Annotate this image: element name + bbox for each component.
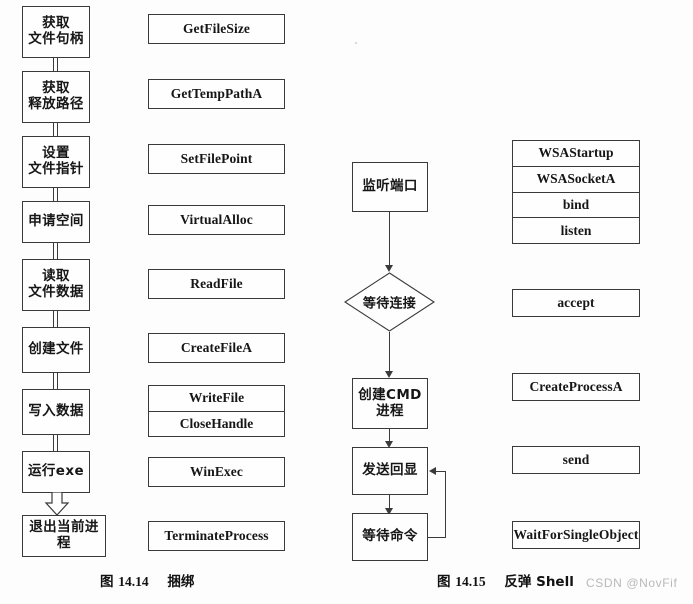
flow-connector: [53, 243, 58, 259]
flow-step-box[interactable]: 设置 文件指针: [22, 136, 90, 188]
api-name: GetTempPathA: [170, 86, 263, 102]
api-box[interactable]: VirtualAlloc: [148, 205, 285, 235]
flow-step-box[interactable]: 获取 文件句柄: [22, 6, 90, 58]
flow-step-box[interactable]: 创建CMD 进程: [352, 378, 428, 429]
api-box[interactable]: accept: [512, 289, 640, 317]
api-name: listen: [560, 222, 592, 238]
api-box[interactable]: CreateProcessA: [512, 373, 640, 401]
caption-title: 反弹 Shell: [504, 574, 574, 590]
api-box[interactable]: ReadFile: [148, 269, 285, 299]
api-name: WinExec: [190, 464, 243, 480]
api-box[interactable]: WinExec: [148, 457, 285, 487]
api-name: WSAStartup: [513, 141, 639, 167]
arrow-down-icon: [385, 508, 393, 515]
api-name: WaitForSingleObject: [513, 527, 639, 543]
flow-step-box[interactable]: 获取 释放路径: [22, 71, 90, 123]
caption-number: 14.14: [118, 574, 149, 589]
api-name: accept: [557, 295, 595, 311]
figure-right-caption: 图 14.15 反弹 Shell: [437, 570, 574, 590]
flow-step-box[interactable]: 等待命令: [352, 513, 428, 561]
flow-connector: [389, 429, 390, 446]
flow-step-box[interactable]: 运行exe: [22, 451, 90, 493]
flow-feedback-connector: [428, 537, 446, 538]
flow-step-label-line1: 运行exe: [27, 463, 85, 480]
flow-step-box[interactable]: 写入数据: [22, 389, 90, 435]
api-box[interactable]: WaitForSingleObject: [512, 521, 640, 549]
flow-connector: [389, 212, 390, 267]
flow-connector: [53, 373, 58, 389]
api-box[interactable]: CreateFileA: [148, 333, 285, 363]
api-name: WriteFile: [149, 386, 284, 412]
flow-step-box[interactable]: 监听端口: [352, 162, 428, 212]
api-name: CreateProcessA: [529, 379, 623, 395]
flow-decision-diamond[interactable]: 等待连接: [343, 272, 436, 332]
flow-step-label-line2: 进程: [376, 402, 404, 419]
caption-prefix: 图: [437, 574, 451, 590]
flow-step-label-line1: 监听端口: [362, 178, 418, 195]
api-name: GetFileSize: [182, 21, 251, 37]
watermark-label: CSDN @NovFif: [586, 576, 678, 590]
api-box-stack[interactable]: WSAStartup WSASocketA bind listen: [512, 140, 640, 244]
flow-connector: [53, 58, 58, 71]
flow-step-label-line1: 读取: [42, 268, 70, 285]
api-name: TerminateProcess: [164, 528, 269, 544]
caption-title: 捆绑: [167, 574, 195, 590]
arrow-down-icon: [385, 265, 393, 272]
flow-step-label-line1: 发送回显: [362, 462, 418, 479]
flow-connector: [53, 435, 58, 451]
flow-connector: [53, 311, 58, 327]
flow-feedback-connector: [445, 471, 446, 538]
arrow-left-icon: [429, 467, 436, 475]
flow-step-box[interactable]: 读取 文件数据: [22, 259, 90, 311]
api-name: SetFilePoint: [180, 151, 253, 167]
flow-step-label-line1: 创建文件: [28, 341, 84, 358]
flow-block-arrow-icon: [42, 491, 72, 516]
flow-feedback-connector: [436, 471, 446, 472]
flow-step-label-line1: 退出当前进程: [29, 519, 99, 551]
arrow-down-icon: [385, 441, 393, 448]
flow-step-label-line1: 申请空间: [28, 213, 84, 230]
flow-step-box[interactable]: 退出当前进程: [22, 515, 106, 557]
api-box-stack[interactable]: WriteFile CloseHandle: [148, 385, 285, 437]
api-name: VirtualAlloc: [180, 212, 253, 228]
arrow-down-icon: [385, 371, 393, 378]
caption-prefix: 图: [100, 574, 114, 590]
flow-step-box[interactable]: 创建文件: [22, 327, 90, 373]
api-name: bind: [513, 193, 639, 219]
api-box[interactable]: GetTempPathA: [148, 79, 285, 109]
flow-step-label-line2: 文件句柄: [28, 31, 84, 47]
flow-step-box[interactable]: 发送回显: [352, 447, 428, 495]
api-name: send: [562, 452, 590, 468]
flow-step-label-line1: 创建CMD: [358, 386, 422, 403]
flow-connector: [53, 123, 58, 136]
flow-step-label-line1: 设置: [42, 145, 70, 162]
flow-connector: [389, 495, 390, 512]
flow-connector: [389, 332, 390, 374]
api-box[interactable]: SetFilePoint: [148, 144, 285, 174]
flow-step-label-line2: 释放路径: [28, 96, 84, 112]
api-name: CreateFileA: [180, 340, 253, 356]
api-box[interactable]: TerminateProcess: [148, 521, 285, 551]
flow-step-label-line2: 文件数据: [28, 284, 84, 300]
flow-step-label-line2: 文件指针: [28, 161, 84, 177]
flow-step-label-line1: 等待命令: [362, 528, 418, 545]
api-name: ReadFile: [190, 276, 243, 292]
api-name: CloseHandle: [179, 415, 254, 431]
flow-step-label-line1: 获取: [42, 80, 70, 97]
flow-connector: [53, 188, 58, 201]
flow-decision-label: 等待连接: [362, 296, 417, 312]
caption-number: 14.15: [455, 574, 486, 589]
flow-step-label-line1: 获取: [42, 15, 70, 32]
api-name: WSASocketA: [513, 167, 639, 193]
api-box[interactable]: send: [512, 446, 640, 474]
api-box[interactable]: GetFileSize: [148, 14, 285, 44]
flow-step-label-line1: 写入数据: [28, 403, 84, 420]
scan-speck: [355, 42, 357, 44]
figure-left-caption: 图 14.14 捆绑: [100, 570, 194, 590]
flow-step-box[interactable]: 申请空间: [22, 201, 90, 243]
